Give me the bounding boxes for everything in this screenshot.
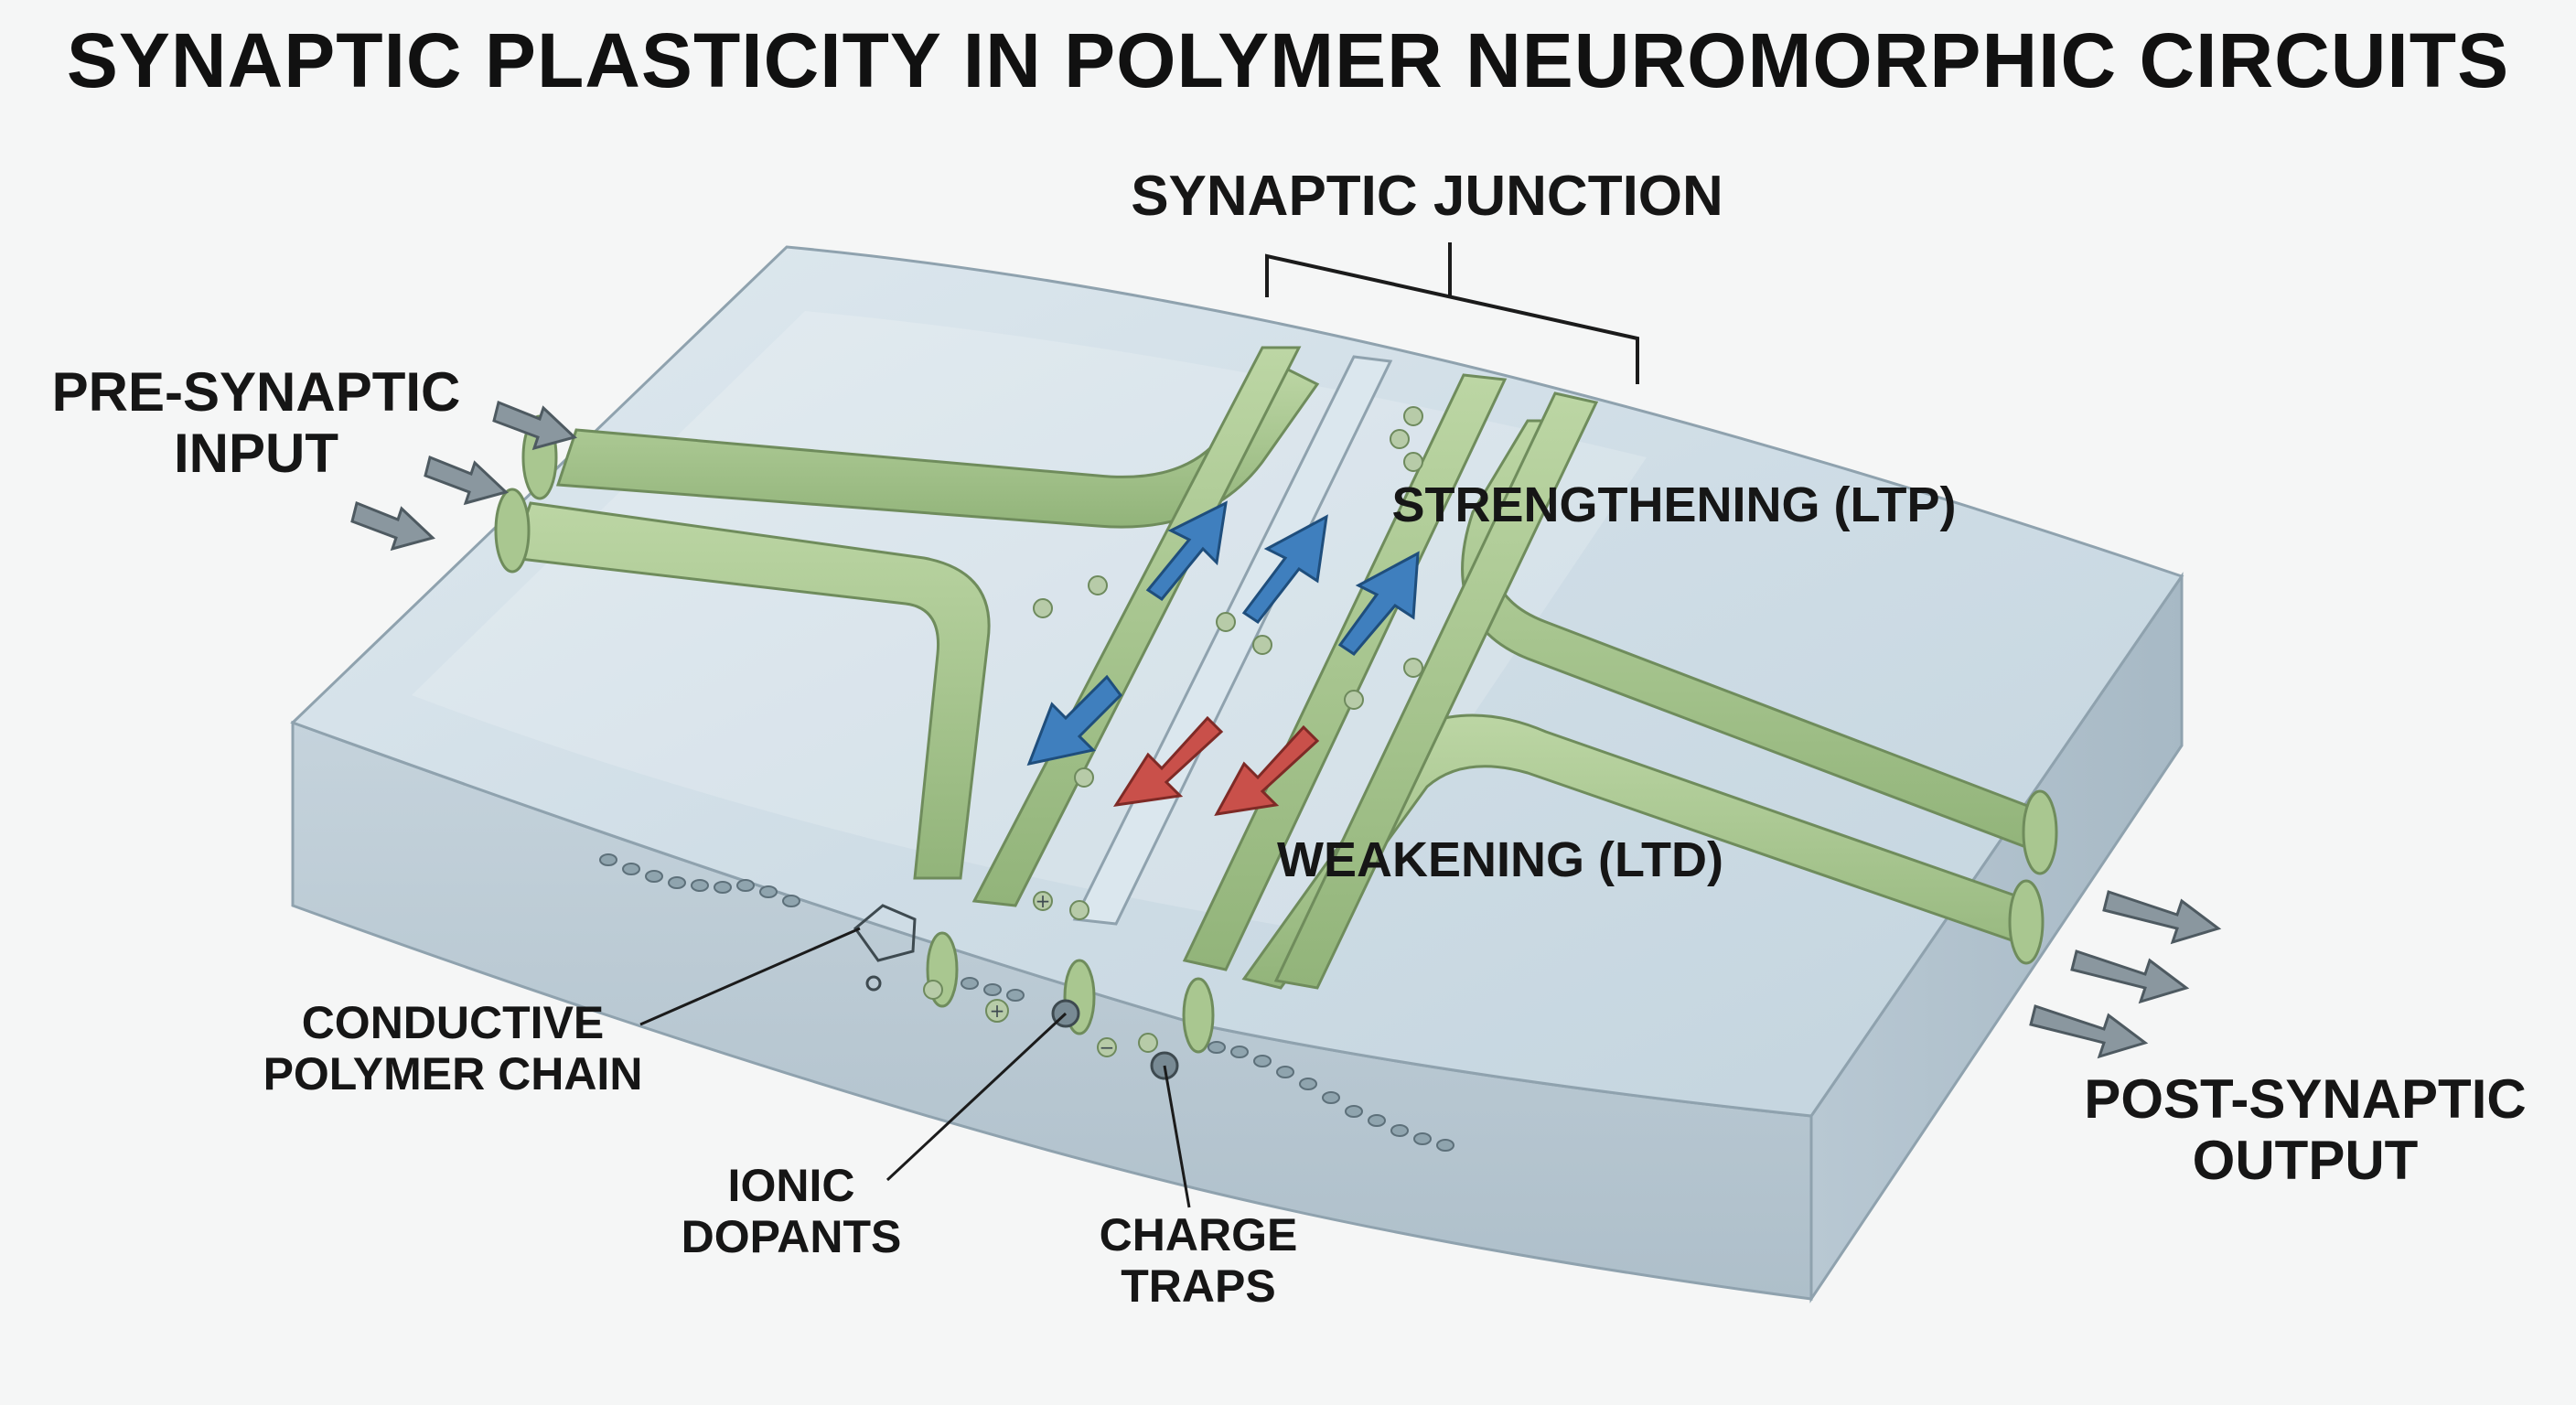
post-synaptic-arrows <box>2029 890 2222 1059</box>
charge-traps-label-line2: TRAPS <box>1121 1260 1276 1312</box>
post-synaptic-label-line1: POST-SYNAPTIC <box>2084 1068 2527 1130</box>
ltd-arrow <box>1112 715 1224 807</box>
ltp-arrow <box>1145 500 1228 602</box>
output-arrow <box>2029 1004 2149 1059</box>
ltp-arrows <box>1026 500 1420 767</box>
page-title: SYNAPTIC PLASTICITY IN POLYMER NEUROMORP… <box>66 17 2510 103</box>
dopant-charge-signs: + + − <box>990 890 1115 1058</box>
conductive-polymer-label: CONDUCTIVE POLYMER CHAIN <box>247 997 659 1099</box>
output-arrow <box>2102 890 2222 945</box>
junction-bracket <box>1265 242 1639 384</box>
conductive-polymer-label-line2: POLYMER CHAIN <box>263 1048 643 1099</box>
leader-charge-traps <box>1163 1065 1191 1208</box>
pre-synaptic-input-label: PRE-SYNAPTIC INPUT <box>9 361 503 484</box>
ionic-dopants <box>923 406 1423 1057</box>
pre-synaptic-label-line1: PRE-SYNAPTIC <box>51 361 461 423</box>
ltd-arrows <box>1112 715 1320 816</box>
leader-lines <box>639 927 1191 1208</box>
dopant-plus: + <box>990 1000 1005 1022</box>
post-synaptic-label-line2: OUTPUT <box>2192 1130 2419 1192</box>
ltd-arrow <box>1214 724 1320 816</box>
input-arrow <box>350 500 435 552</box>
ionic-dopants-label-line1: IONIC <box>727 1160 855 1211</box>
conductive-polymer-ring <box>853 904 917 962</box>
weakening-label: WEAKENING (LTD) <box>1277 832 1723 887</box>
ltp-arrow <box>1241 514 1328 625</box>
channel-right-lower <box>1241 713 2033 990</box>
pre-synaptic-arrows <box>350 400 577 552</box>
ionic-dopants-label: IONIC DOPANTS <box>640 1160 942 1262</box>
dopant-plus: + <box>1036 890 1051 912</box>
post-synaptic-output-label: POST-SYNAPTIC OUTPUT <box>2049 1068 2561 1191</box>
ltp-arrow <box>1337 551 1420 656</box>
strengthening-label: STRENGTHENING (LTP) <box>1391 477 1957 532</box>
conductive-polymer-label-line1: CONDUCTIVE <box>301 997 605 1048</box>
charge-traps-label-line1: CHARGE <box>1099 1209 1298 1260</box>
channel-strip-4 <box>1273 391 1599 990</box>
conductive-polymer-chains <box>599 853 1454 1152</box>
pre-synaptic-label-line2: INPUT <box>174 423 338 485</box>
output-arrow <box>2070 949 2190 1004</box>
leader-conductive-polymer <box>639 927 861 1026</box>
channel-left-lower <box>510 501 991 880</box>
leader-ionic-dopants <box>886 1012 1068 1182</box>
ltd-arrow-blue <box>1026 674 1122 767</box>
input-arrow <box>492 400 577 451</box>
input-arrow <box>424 455 509 506</box>
synaptic-junction-label: SYNAPTIC JUNCTION <box>1131 165 1723 228</box>
polymer-oxygen-atom <box>865 975 882 992</box>
ionic-dopants-label-line2: DOPANTS <box>681 1211 902 1262</box>
channel-left-upper <box>555 364 1320 529</box>
dopant-minus: − <box>1100 1036 1115 1058</box>
charge-traps-label: CHARGE TRAPS <box>1061 1209 1336 1312</box>
